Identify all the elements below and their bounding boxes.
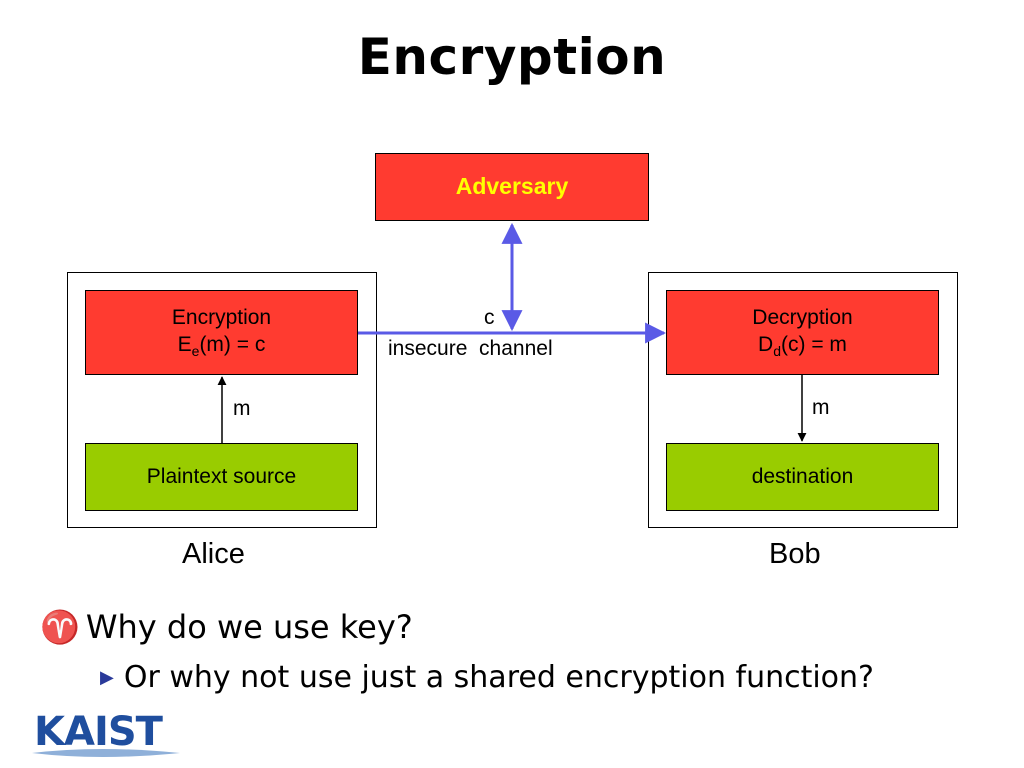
- encryption-box: Encryption Ee(m) = c: [85, 290, 358, 375]
- svg-text:KAIST: KAIST: [34, 709, 164, 755]
- decryption-box: Decryption Dd(c) = m: [666, 290, 939, 375]
- adversary-label: Adversary: [455, 173, 569, 200]
- destination-box: destination: [666, 443, 939, 511]
- decryption-label: Decryption: [752, 306, 853, 330]
- kaist-logo-icon: KAIST: [32, 709, 180, 757]
- bullet-aries-icon: ♈: [40, 608, 80, 646]
- bob-name: Bob: [769, 538, 821, 570]
- bullet-primary-text: Why do we use key?: [85, 608, 413, 646]
- alice-message-label: m: [233, 397, 251, 420]
- bullet-primary: ♈ Why do we use key?: [40, 608, 413, 646]
- encryption-label: Encryption: [171, 306, 272, 330]
- bullet-secondary: ▶ Or why not use just a shared encryptio…: [100, 660, 874, 695]
- destination-label: destination: [751, 465, 854, 489]
- plaintext-source-box: Plaintext source: [85, 443, 358, 511]
- bob-message-label: m: [812, 396, 830, 419]
- plaintext-source-label: Plaintext source: [146, 465, 297, 489]
- decryption-formula: Dd(c) = m: [758, 333, 847, 360]
- adversary-box: Adversary: [375, 153, 649, 221]
- alice-name: Alice: [182, 538, 245, 570]
- encryption-formula: Ee(m) = c: [177, 333, 266, 360]
- bullet-triangle-icon: ▶: [100, 667, 114, 688]
- insecure-channel-label: insecure channel: [388, 337, 553, 360]
- ciphertext-label: c: [484, 306, 495, 329]
- slide-title: Encryption: [357, 28, 667, 86]
- bullet-secondary-text: Or why not use just a shared encryption …: [123, 660, 874, 695]
